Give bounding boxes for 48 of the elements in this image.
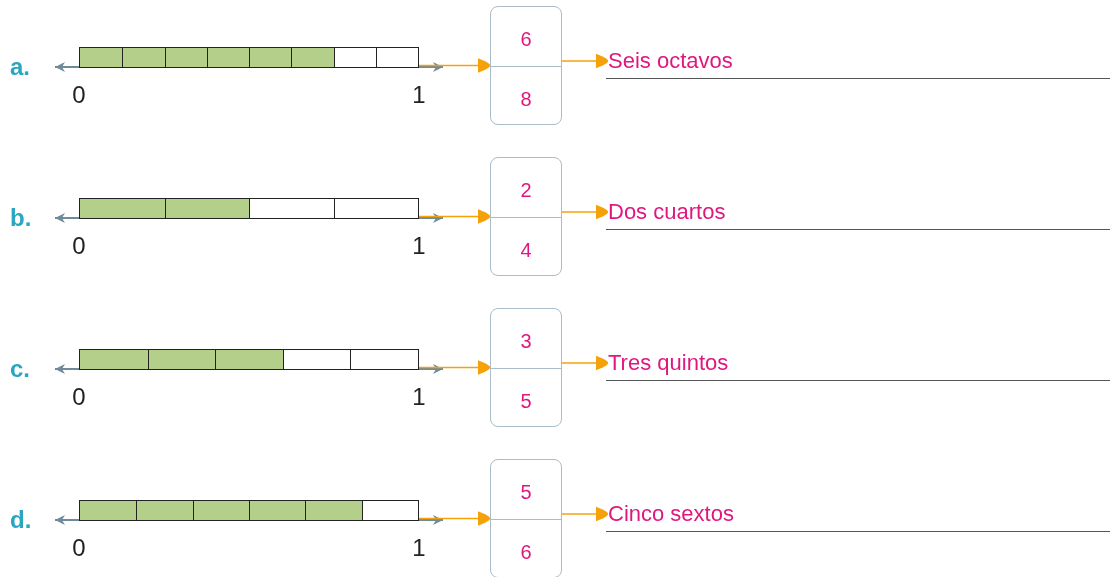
shaded-segment bbox=[80, 199, 165, 218]
item-letter: a. bbox=[10, 53, 30, 81]
fraction-box bbox=[490, 157, 562, 276]
item-letter: b. bbox=[10, 204, 32, 232]
shaded-segment bbox=[305, 501, 362, 520]
fraction-box bbox=[490, 308, 562, 427]
numerator: 6 bbox=[519, 27, 533, 51]
shaded-segment bbox=[80, 350, 148, 369]
numerator: 5 bbox=[519, 480, 533, 504]
denominator: 8 bbox=[519, 87, 533, 111]
shaded-segment bbox=[122, 48, 165, 67]
shaded-segment bbox=[207, 48, 249, 67]
axis-number: 1 bbox=[412, 384, 426, 410]
axis-number: 1 bbox=[412, 535, 426, 561]
shaded-segment bbox=[148, 350, 215, 369]
fraction-bar bbox=[79, 198, 419, 219]
fraction-bar bbox=[79, 349, 419, 370]
answer-text: Cinco sextos bbox=[608, 501, 734, 527]
axis-number: 0 bbox=[72, 384, 86, 410]
shaded-segment bbox=[215, 350, 283, 369]
answer-text: Seis octavos bbox=[608, 48, 733, 74]
denominator: 5 bbox=[519, 389, 533, 413]
shaded-segment bbox=[249, 501, 305, 520]
denominator: 6 bbox=[519, 540, 533, 564]
shaded-segment bbox=[165, 199, 249, 218]
axis-number: 0 bbox=[72, 82, 86, 108]
numerator: 3 bbox=[519, 329, 533, 353]
fraction-box bbox=[490, 6, 562, 125]
answer-text: Dos cuartos bbox=[608, 199, 726, 225]
item-letter: d. bbox=[10, 506, 32, 534]
item-letter: c. bbox=[10, 355, 30, 383]
fraction-bar bbox=[79, 500, 419, 521]
fraction-box bbox=[490, 459, 562, 577]
shaded-segment bbox=[249, 48, 291, 67]
shaded-segment bbox=[80, 501, 136, 520]
shaded-segment bbox=[193, 501, 249, 520]
axis-number: 0 bbox=[72, 233, 86, 259]
shaded-segment bbox=[165, 48, 207, 67]
shaded-segment bbox=[80, 48, 122, 67]
shaded-segment bbox=[291, 48, 334, 67]
fraction-bar bbox=[79, 47, 419, 68]
answer-text: Tres quintos bbox=[608, 350, 729, 376]
numerator: 2 bbox=[519, 178, 533, 202]
axis-number: 1 bbox=[412, 233, 426, 259]
axis-number: 1 bbox=[412, 82, 426, 108]
axis-number: 0 bbox=[72, 535, 86, 561]
denominator: 4 bbox=[519, 238, 533, 262]
shaded-segment bbox=[136, 501, 193, 520]
